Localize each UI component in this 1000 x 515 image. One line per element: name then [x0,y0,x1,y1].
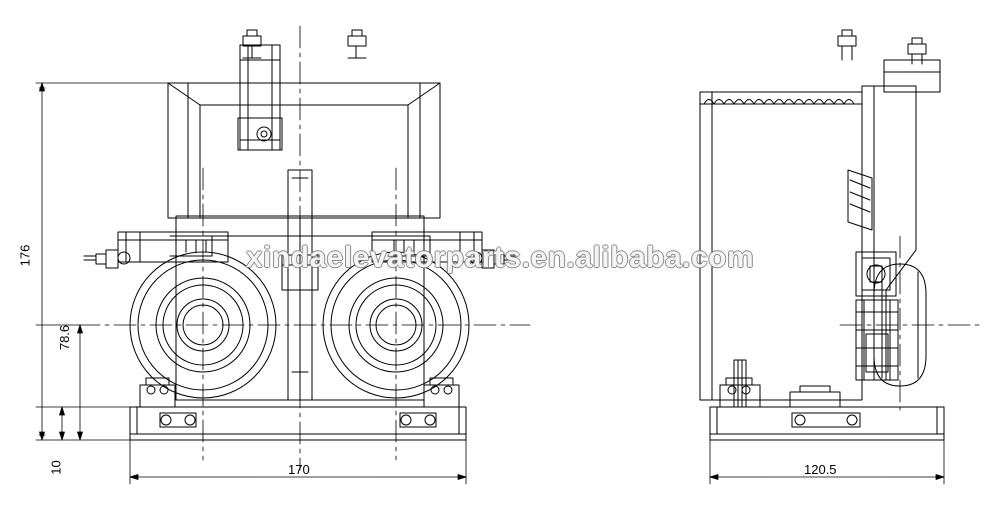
dim-label-roller-center-height: 78.6 [57,324,73,351]
side-view-geometry [699,29,981,441]
dim-label-overall-width: 170 [288,462,310,477]
dim-label-overall-height: 176 [17,244,33,267]
front-view-geometry [77,25,531,471]
dimension-lines [35,82,945,485]
dim-label-overall-depth: 120.5 [804,462,837,477]
dim-label-base-plate-thickness: 10 [48,460,64,475]
